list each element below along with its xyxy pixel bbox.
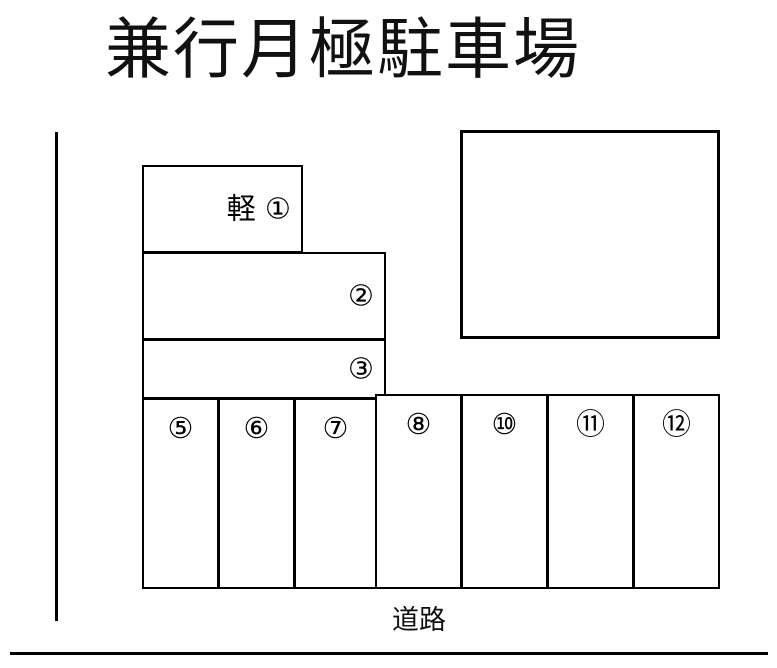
parking-stall-8: ⑧ bbox=[375, 394, 462, 589]
stall-label-5: ⑤ bbox=[167, 411, 194, 445]
parking-stall-11: ⑪ bbox=[547, 394, 634, 589]
stall-label-11: ⑪ bbox=[575, 407, 606, 441]
road-label: 道路 bbox=[392, 605, 446, 636]
parking-stall-2: ② bbox=[142, 252, 386, 340]
stall-label-7: ⑦ bbox=[322, 411, 349, 445]
building-outline bbox=[460, 130, 720, 339]
bottom-divider bbox=[10, 652, 768, 655]
parking-stall-6: ⑥ bbox=[218, 398, 295, 589]
stall-label-3: ③ bbox=[348, 351, 374, 386]
stall-label-1: 軽 ① bbox=[226, 191, 291, 226]
page-title: 兼行月極駐車場 bbox=[105, 11, 581, 88]
parking-stall-1: 軽 ① bbox=[142, 165, 303, 253]
parking-stall-5: ⑤ bbox=[142, 398, 219, 589]
stall-label-12: ⑫ bbox=[661, 407, 692, 441]
left-property-line bbox=[55, 132, 58, 621]
parking-stall-12: ⑫ bbox=[633, 394, 720, 589]
parking-stall-7: ⑦ bbox=[294, 398, 377, 589]
stall-label-2: ② bbox=[348, 278, 374, 313]
stall-label-8: ⑧ bbox=[405, 407, 432, 441]
stall-label-10: ⑩ bbox=[491, 407, 518, 441]
parking-stall-10: ⑩ bbox=[461, 394, 548, 589]
stall-label-6: ⑥ bbox=[243, 411, 270, 445]
parking-stall-3: ③ bbox=[142, 339, 386, 399]
